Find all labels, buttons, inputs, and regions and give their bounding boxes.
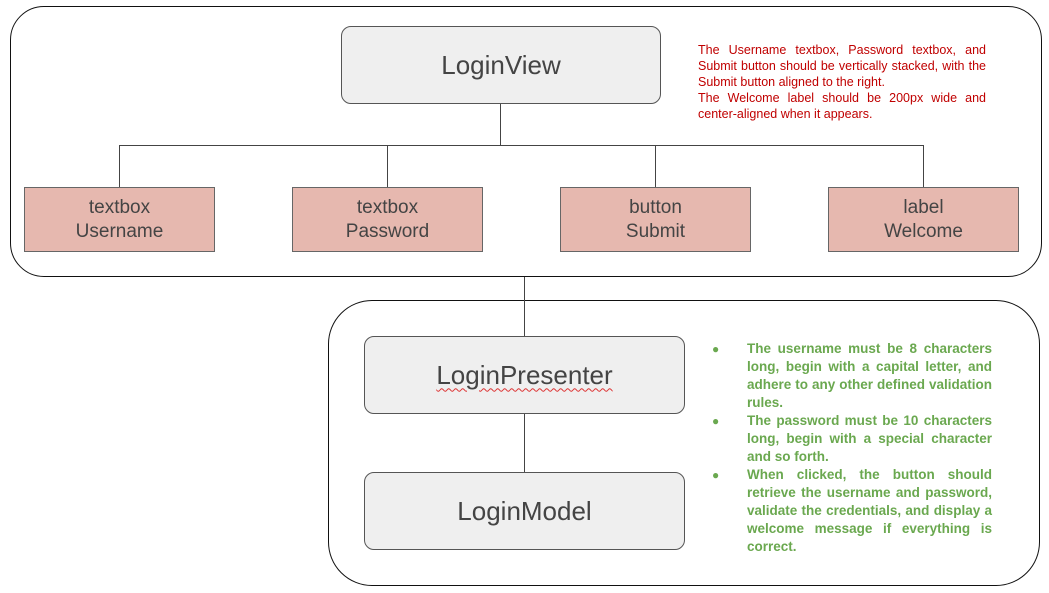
view-note-line: The Username textbox, Password textbox, … xyxy=(698,43,986,89)
connector-horizontal-bus xyxy=(119,145,924,146)
password-textbox-node: textbox Password xyxy=(292,187,483,252)
connector-welcome xyxy=(923,145,924,187)
node-name: Submit xyxy=(625,220,686,242)
submit-button-node: button Submit xyxy=(560,187,751,252)
login-model-box: LoginModel xyxy=(364,472,685,550)
connector-view-presenter xyxy=(524,277,525,337)
node-name: Welcome xyxy=(884,220,963,242)
login-presenter-box: LoginPresenter xyxy=(364,336,685,414)
note-text: When clicked, the button should retrieve… xyxy=(747,467,992,554)
login-model-title: LoginModel xyxy=(457,495,592,526)
bullet-icon: ● xyxy=(712,468,720,482)
welcome-label-node: label Welcome xyxy=(828,187,1019,252)
list-item: ● The password must be 10 characters lon… xyxy=(712,412,992,466)
node-type: textbox xyxy=(88,196,151,218)
note-text: The username must be 8 characters long, … xyxy=(747,341,992,410)
note-text: The password must be 10 characters long,… xyxy=(747,413,992,464)
node-type: label xyxy=(903,196,944,218)
view-layout-note: The Username textbox, Password textbox, … xyxy=(698,42,986,122)
connector-username xyxy=(119,145,120,187)
node-name: Username xyxy=(75,220,164,242)
view-note-line: The Welcome label should be 200px wide a… xyxy=(698,91,986,121)
connector-presenter-model xyxy=(524,413,525,473)
node-name: Password xyxy=(345,220,430,242)
connector-password xyxy=(387,145,388,187)
connector-submit xyxy=(655,145,656,187)
bullet-icon: ● xyxy=(712,342,720,356)
node-type: textbox xyxy=(356,196,419,218)
login-view-box: LoginView xyxy=(341,26,661,104)
node-type: button xyxy=(629,196,682,218)
bullet-icon: ● xyxy=(712,414,720,428)
login-view-title: LoginView xyxy=(441,49,561,80)
connector-view-trunk xyxy=(500,103,501,146)
validation-notes: ● The username must be 8 characters long… xyxy=(712,340,992,556)
list-item: ● When clicked, the button should retrie… xyxy=(712,466,992,556)
username-textbox-node: textbox Username xyxy=(24,187,215,252)
list-item: ● The username must be 8 characters long… xyxy=(712,340,992,412)
login-presenter-title: LoginPresenter xyxy=(436,359,613,390)
